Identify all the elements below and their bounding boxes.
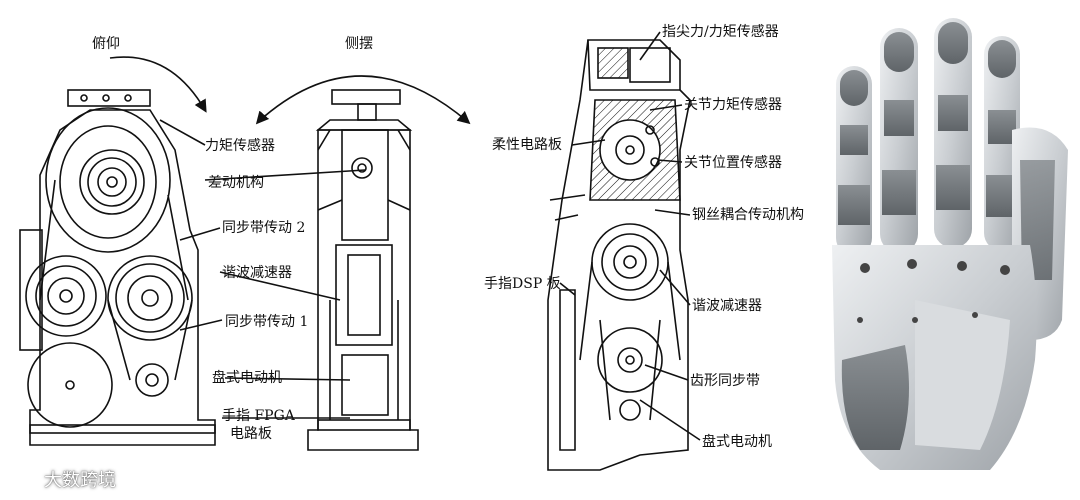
mid-label-disc-motor: 盘式电动机 — [702, 434, 772, 450]
left-label-belt-1: 同步带传动 1 — [225, 314, 309, 330]
pitch-label: 俯仰 — [92, 36, 120, 52]
watermark: 大数跨境 — [12, 466, 116, 492]
brand-logo-icon — [13, 472, 37, 486]
left-label-belt-2: 同步带传动 2 — [222, 220, 306, 236]
left-label-fpga: 手指 FPGA — [222, 408, 295, 424]
mid-label-flex-pcb: 柔性电路板 — [492, 137, 562, 153]
mid-label-harmonic: 谐波减速器 — [692, 298, 762, 314]
mid-label-wire-coupling: 钢丝耦合传动机构 — [692, 207, 804, 223]
pitch-rotation-arrow — [109, 56, 207, 113]
left-label-torque-sensor: 力矩传感器 — [205, 138, 275, 154]
yaw-label: 侧摆 — [345, 36, 373, 52]
left-label-differential: 差动机构 — [208, 175, 264, 191]
left-label-disc-motor: 盘式电动机 — [212, 370, 282, 386]
yaw-rotation-arrow — [257, 75, 471, 125]
mid-label-tip-sensor: 指尖力/力矩传感器 — [662, 24, 779, 40]
mid-label-tooth-belt: 齿形同步带 — [690, 373, 760, 389]
mid-label-joint-pos: 关节位置传感器 — [684, 155, 782, 171]
mid-label-dsp: 手指DSP 板 — [484, 276, 561, 292]
mid-label-joint-torque: 关节力矩传感器 — [684, 97, 782, 113]
left-label-harmonic: 谐波减速器 — [222, 265, 292, 281]
watermark-text: 大数跨境 — [44, 470, 116, 491]
left-label-pcb: 电路板 — [230, 426, 272, 442]
